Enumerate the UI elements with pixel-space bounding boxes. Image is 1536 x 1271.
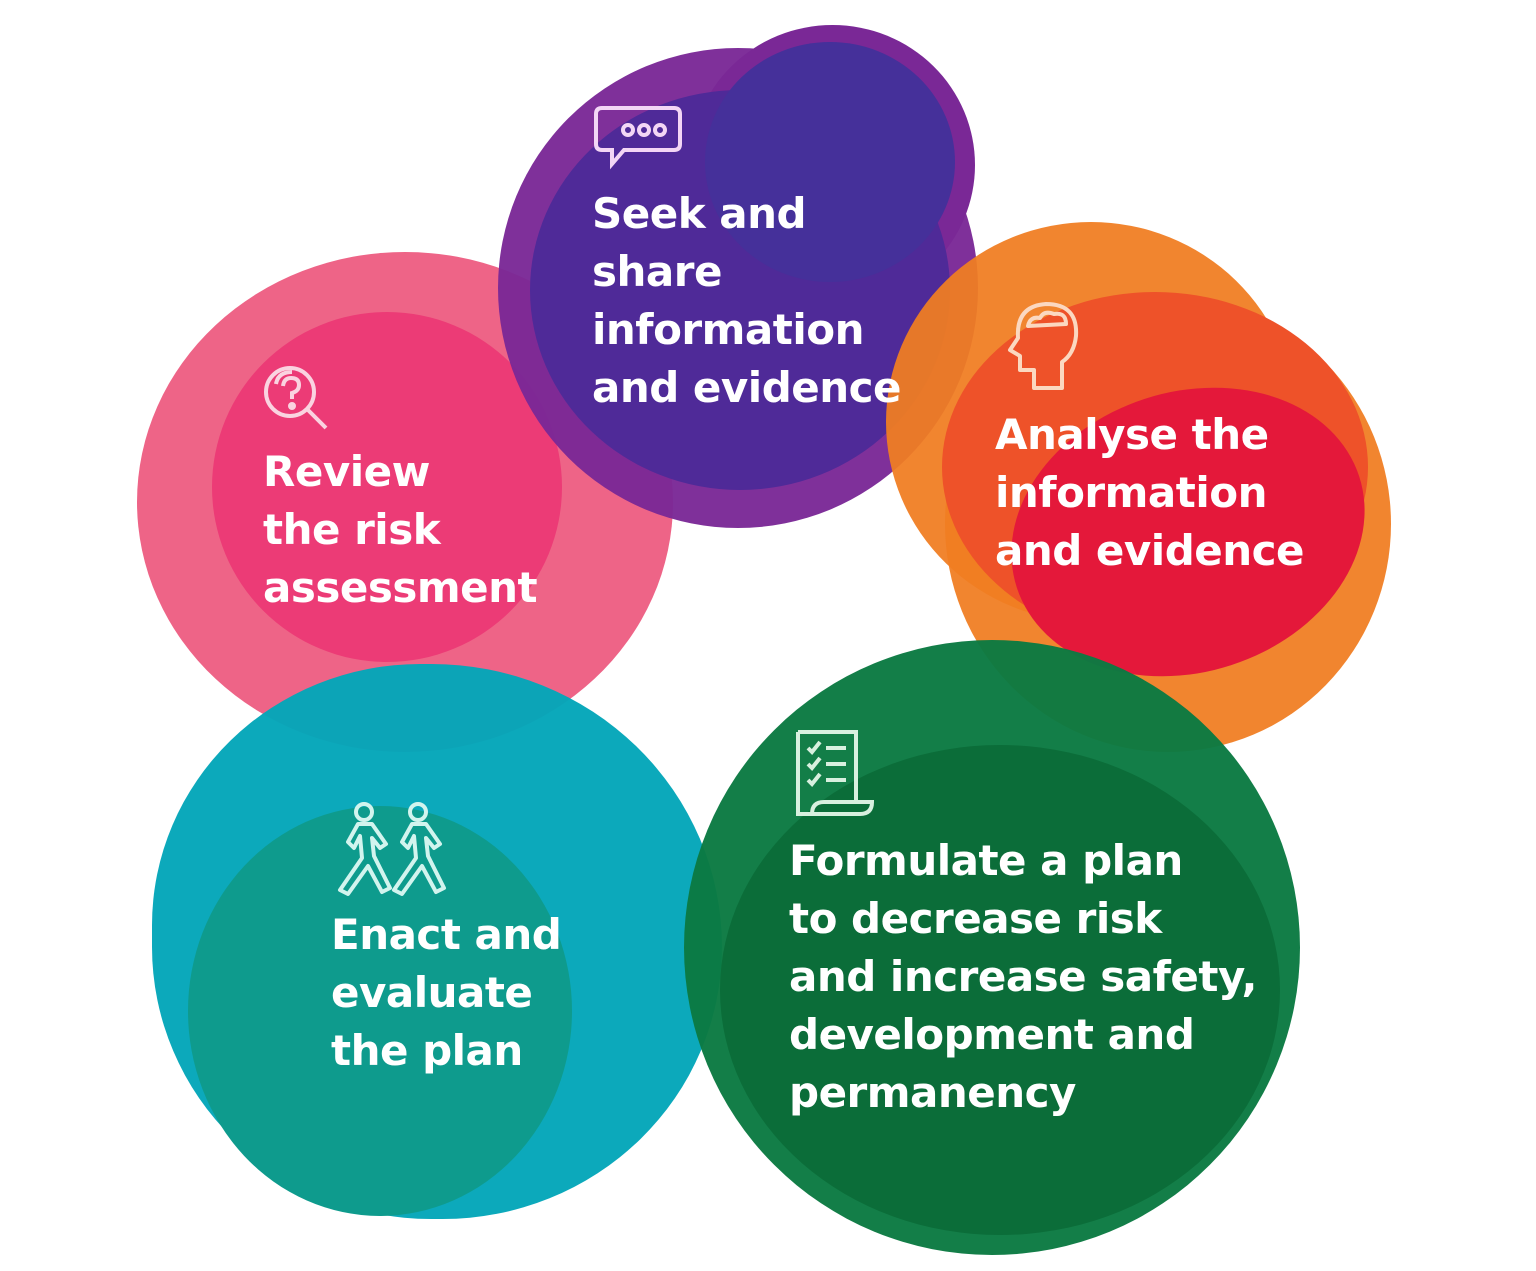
checklist-document-icon (794, 728, 878, 820)
magnifier-question-icon (262, 364, 334, 434)
step-label-seek: Seek and share information and evidence (592, 185, 902, 417)
speech-bubble-icon (594, 104, 684, 170)
formulate-circle-inner (720, 745, 1280, 1235)
enact-circle-inner (188, 806, 572, 1216)
step-label-analyse: Analyse the information and evidence (995, 406, 1305, 580)
label-line: Formulate a plan (789, 836, 1183, 885)
label-line: to decrease risk (789, 894, 1162, 943)
label-line: the risk (263, 505, 441, 554)
label-line: assessment (263, 563, 538, 612)
label-line: Seek and (592, 189, 807, 238)
step-label-enact: Enact and evaluate the plan (331, 906, 562, 1080)
label-line: and increase safety, (789, 952, 1258, 1001)
label-line: Review (263, 447, 430, 496)
label-line: and evidence (995, 526, 1305, 575)
seek-circle-core (705, 42, 955, 282)
label-line: Enact and (331, 910, 562, 959)
review-circle-inner (212, 312, 562, 662)
head-brain-icon (1004, 300, 1082, 392)
label-line: Analyse the (995, 410, 1269, 459)
label-line: information (592, 305, 864, 354)
walking-people-icon (334, 798, 454, 900)
step-label-formulate: Formulate a plan to decrease risk and in… (789, 832, 1258, 1122)
label-line: development and (789, 1010, 1195, 1059)
label-line: evaluate (331, 968, 533, 1017)
label-line: permanency (789, 1068, 1076, 1117)
label-line: information (995, 468, 1267, 517)
label-line: share (592, 247, 722, 296)
label-line: the plan (331, 1026, 523, 1075)
label-line: and evidence (592, 363, 902, 412)
step-label-review: Review the risk assessment (263, 443, 538, 617)
